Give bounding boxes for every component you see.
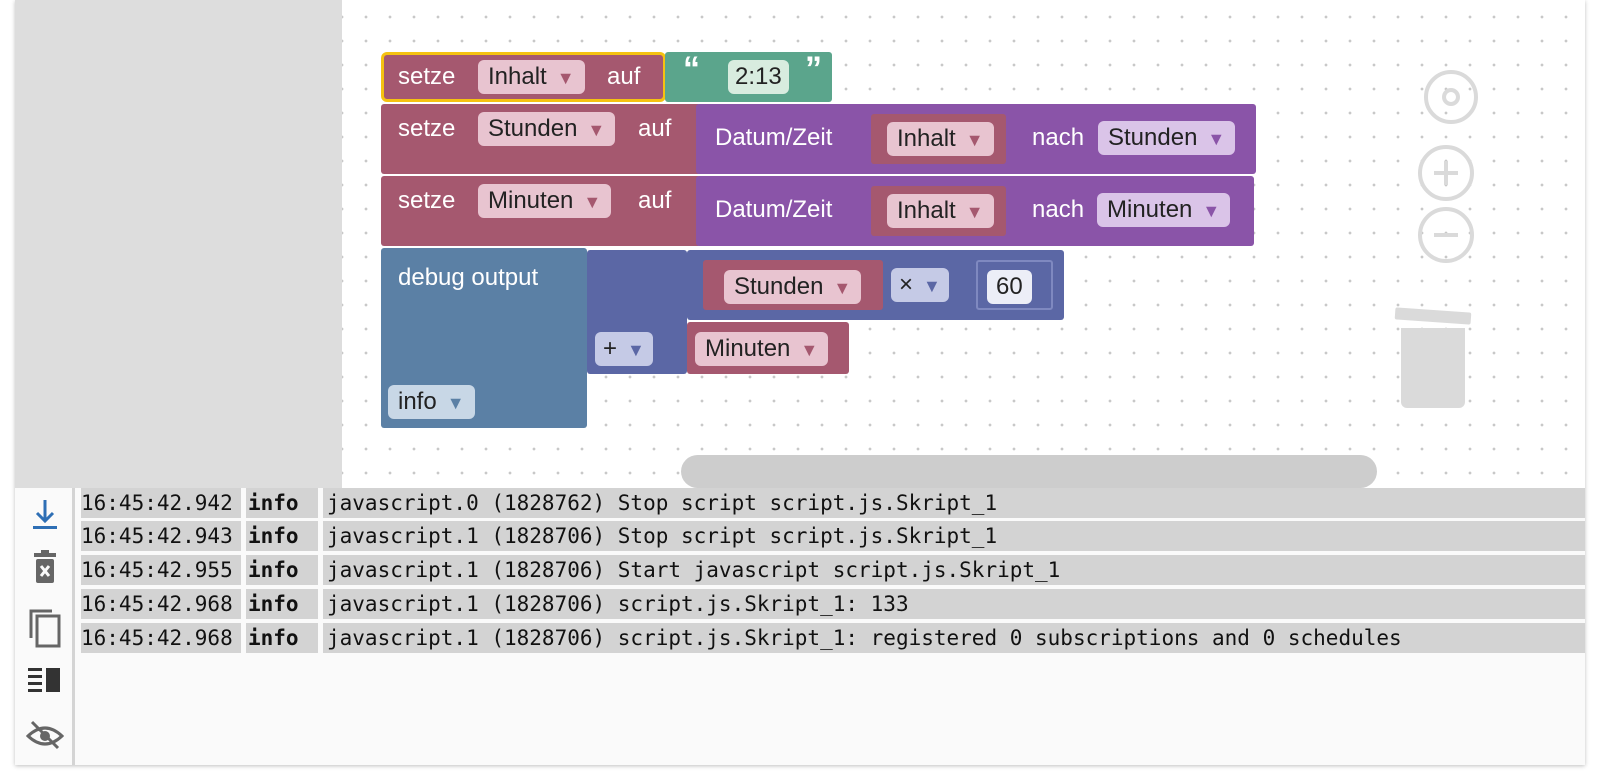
app-frame: setze Inhalt ▼ auf “ 2:13 ” setze Stunden… [15, 0, 1585, 765]
var-stunden-getter-dropdown[interactable]: Stunden ▼ [724, 270, 862, 304]
dropdown-arrow-icon: ▼ [1207, 129, 1226, 149]
set-inhalt-setze-label: setze [398, 63, 456, 90]
log-row: 16:45:42.943 info javascript.1 (1828706)… [81, 521, 1585, 551]
recenter-icon[interactable] [1424, 70, 1478, 124]
number-value: 60 [996, 273, 1023, 300]
var-inhalt-getter-2-label: Inhalt [897, 197, 956, 224]
zoom-out-h [1434, 233, 1458, 237]
log-toolbar [15, 488, 75, 765]
toggle-table-icon[interactable] [25, 666, 65, 706]
dropdown-arrow-icon: ▼ [965, 202, 984, 222]
var-inhalt-getter-2-dropdown[interactable]: Inhalt ▼ [887, 194, 994, 228]
set-inhalt-var-label: Inhalt [488, 63, 547, 90]
copy-icon[interactable] [25, 608, 65, 648]
text-value: 2:13 [735, 63, 782, 90]
dropdown-arrow-icon: ▼ [627, 340, 645, 360]
dropdown-arrow-icon: ▼ [965, 130, 984, 150]
var-inhalt-getter-1-label: Inhalt [897, 125, 956, 152]
datetime-stunden-nach-label: nach [1032, 124, 1085, 151]
dropdown-arrow-icon: ▼ [446, 393, 465, 413]
var-minuten-getter-label: Minuten [705, 335, 791, 362]
var-minuten-getter-dropdown[interactable]: Minuten ▼ [695, 332, 829, 366]
log-console: 16:45:42.942 info javascript.0 (1828762)… [15, 488, 1585, 765]
set-inhalt-auf-label: auf [607, 63, 641, 90]
log-time: 16:45:42.968 [81, 589, 241, 619]
log-level: info [246, 623, 318, 653]
open-quote-icon: “ [683, 50, 700, 88]
set-stunden-auf-label: auf [638, 115, 672, 142]
log-time: 16:45:42.942 [81, 488, 241, 518]
var-stunden-getter-label: Stunden [734, 273, 824, 300]
log-row: 16:45:42.955 info javascript.1 (1828706)… [81, 555, 1585, 585]
log-message: javascript.0 (1828762) Stop script scrip… [323, 488, 1585, 518]
close-quote-icon: ” [805, 50, 822, 88]
clear-log-icon[interactable] [25, 550, 65, 590]
number-value-field[interactable]: 60 [987, 270, 1032, 304]
set-stunden-setze-label: setze [398, 115, 456, 142]
dropdown-arrow-icon: ▼ [556, 68, 575, 88]
set-minuten-auf-label: auf [638, 187, 672, 214]
math-multiply-op-dropdown[interactable]: ×▼ [891, 268, 949, 302]
log-message: javascript.1 (1828706) script.js.Skript_… [323, 623, 1585, 653]
hide-icon[interactable] [25, 720, 65, 760]
datetime-minuten-unit-label: Minuten [1107, 196, 1193, 223]
blockly-flyout [15, 0, 342, 488]
text-value-field[interactable]: 2:13 [728, 60, 789, 94]
set-stunden-var-label: Stunden [488, 115, 578, 142]
dropdown-arrow-icon: ▼ [833, 278, 852, 298]
datetime-minuten-unit-dropdown[interactable]: Minuten ▼ [1097, 193, 1231, 227]
datetime-stunden-unit-label: Stunden [1108, 124, 1198, 151]
log-level: info [246, 555, 318, 585]
math-add-op-dropdown[interactable]: +▼ [595, 332, 653, 366]
trash-can [1401, 328, 1465, 408]
datetime-stunden-fn-label: Datum/Zeit [715, 124, 833, 151]
workspace-scrollbar-horizontal[interactable] [681, 455, 1377, 488]
math-add-op-label: + [603, 335, 618, 362]
math-multiply-op-label: × [899, 271, 914, 298]
dropdown-arrow-icon: ▼ [1202, 201, 1221, 221]
log-row: 16:45:42.942 info javascript.0 (1828762)… [81, 488, 1585, 518]
trash-icon[interactable] [1394, 307, 1472, 413]
set-minuten-setze-label: setze [398, 187, 456, 214]
log-row: 16:45:42.968 info javascript.1 (1828706)… [81, 589, 1585, 619]
var-inhalt-getter-1-dropdown[interactable]: Inhalt ▼ [887, 122, 994, 156]
dropdown-arrow-icon: ▼ [923, 276, 941, 296]
set-inhalt-var-dropdown[interactable]: Inhalt ▼ [478, 60, 585, 94]
log-level: info [246, 589, 318, 619]
dropdown-arrow-icon: ▼ [587, 120, 606, 140]
dropdown-arrow-icon: ▼ [800, 340, 819, 360]
dropdown-arrow-icon: ▼ [583, 192, 602, 212]
datetime-stunden-unit-dropdown[interactable]: Stunden ▼ [1098, 121, 1236, 155]
log-row: 16:45:42.968 info javascript.1 (1828706)… [81, 623, 1585, 653]
log-time: 16:45:42.955 [81, 555, 241, 585]
log-message: javascript.1 (1828706) Stop script scrip… [323, 521, 1585, 551]
debug-level-dropdown[interactable]: info ▼ [388, 385, 475, 419]
datetime-minuten-nach-label: nach [1032, 196, 1085, 223]
set-minuten-var-label: Minuten [488, 187, 574, 214]
log-message: javascript.1 (1828706) script.js.Skript_… [323, 589, 1585, 619]
log-time: 16:45:42.943 [81, 521, 241, 551]
set-minuten-var-dropdown[interactable]: Minuten ▼ [478, 184, 612, 218]
debug-output-label: debug output [398, 264, 539, 291]
zoom-out-icon[interactable] [1418, 207, 1474, 263]
log-time: 16:45:42.968 [81, 623, 241, 653]
log-level: info [246, 488, 318, 518]
datetime-minuten-fn-label: Datum/Zeit [715, 196, 833, 223]
log-message: javascript.1 (1828706) Start javascript … [323, 555, 1585, 585]
debug-level-label: info [398, 388, 437, 415]
set-stunden-var-dropdown[interactable]: Stunden ▼ [478, 112, 616, 146]
zoom-in-icon[interactable] [1418, 145, 1474, 201]
trash-lid [1394, 307, 1472, 325]
recenter-dot [1442, 88, 1460, 106]
zoom-in-v [1444, 161, 1448, 185]
log-level: info [246, 521, 318, 551]
scroll-to-bottom-icon[interactable] [25, 496, 65, 536]
